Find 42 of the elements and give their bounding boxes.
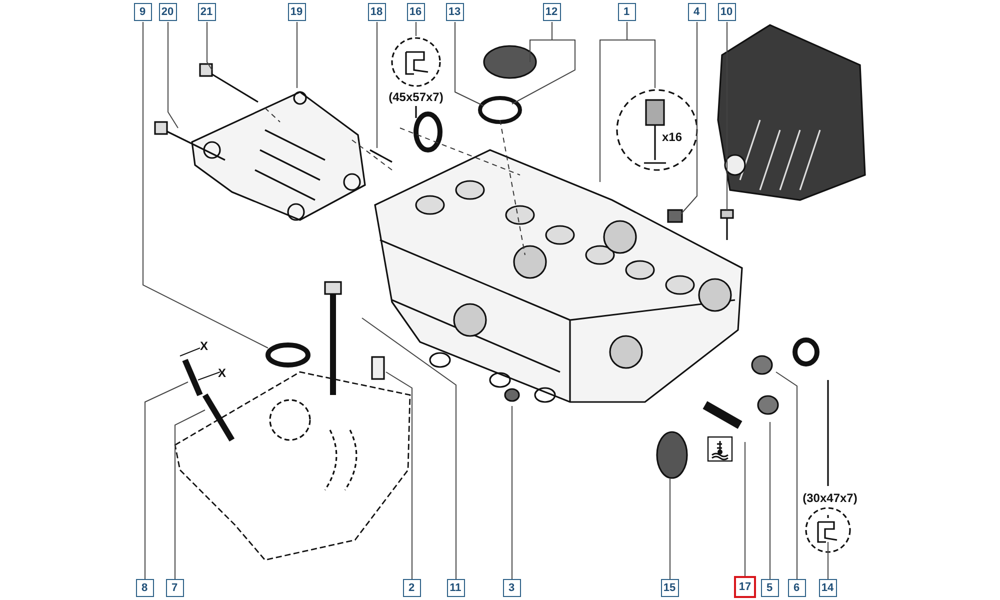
callout-number: 5 [760,579,778,597]
callout-number: 14 [818,579,836,597]
dimension-label: X [200,339,208,353]
callout-number: 12 [542,3,560,21]
callout-number: 9 [134,3,152,21]
leader-line [680,22,698,214]
callout-number: 10 [718,3,736,21]
callout-number: 19 [288,3,306,21]
leader-line [168,22,178,128]
leader-line [296,22,298,88]
leader-line [144,382,188,580]
callout-number: 3 [502,579,520,597]
callout-number: 18 [368,3,386,21]
callout-number: 2 [402,579,420,597]
dimension-label: X [218,366,226,380]
leader-line [744,442,746,576]
callout-number: 17 [734,576,756,598]
callout-number: 7 [166,579,184,597]
callout-number: 11 [446,579,464,597]
callout-number: 21 [198,3,216,21]
callout-number: 1 [618,3,636,21]
seal-size-label: (45x57x7) [388,90,444,104]
leader-line [376,22,378,148]
callout-number: 8 [136,579,154,597]
quantity-label: x16 [662,130,682,144]
leader-line [454,22,484,106]
callout-number: 16 [406,3,424,21]
leader-line [362,318,456,580]
leader-line [512,22,576,104]
leader-line [776,372,798,580]
callout-number: 13 [446,3,464,21]
leader-line [142,22,268,348]
seal-size-label: (30x47x7) [802,491,858,505]
leader-line [726,22,728,210]
leader-line [386,372,412,580]
callout-number: 15 [660,579,678,597]
leader-line [174,410,206,580]
leader-line [600,22,628,182]
callout-number: 4 [688,3,706,21]
callout-number: 6 [788,579,806,597]
callout-number: 20 [158,3,176,21]
leader-line [206,22,212,70]
